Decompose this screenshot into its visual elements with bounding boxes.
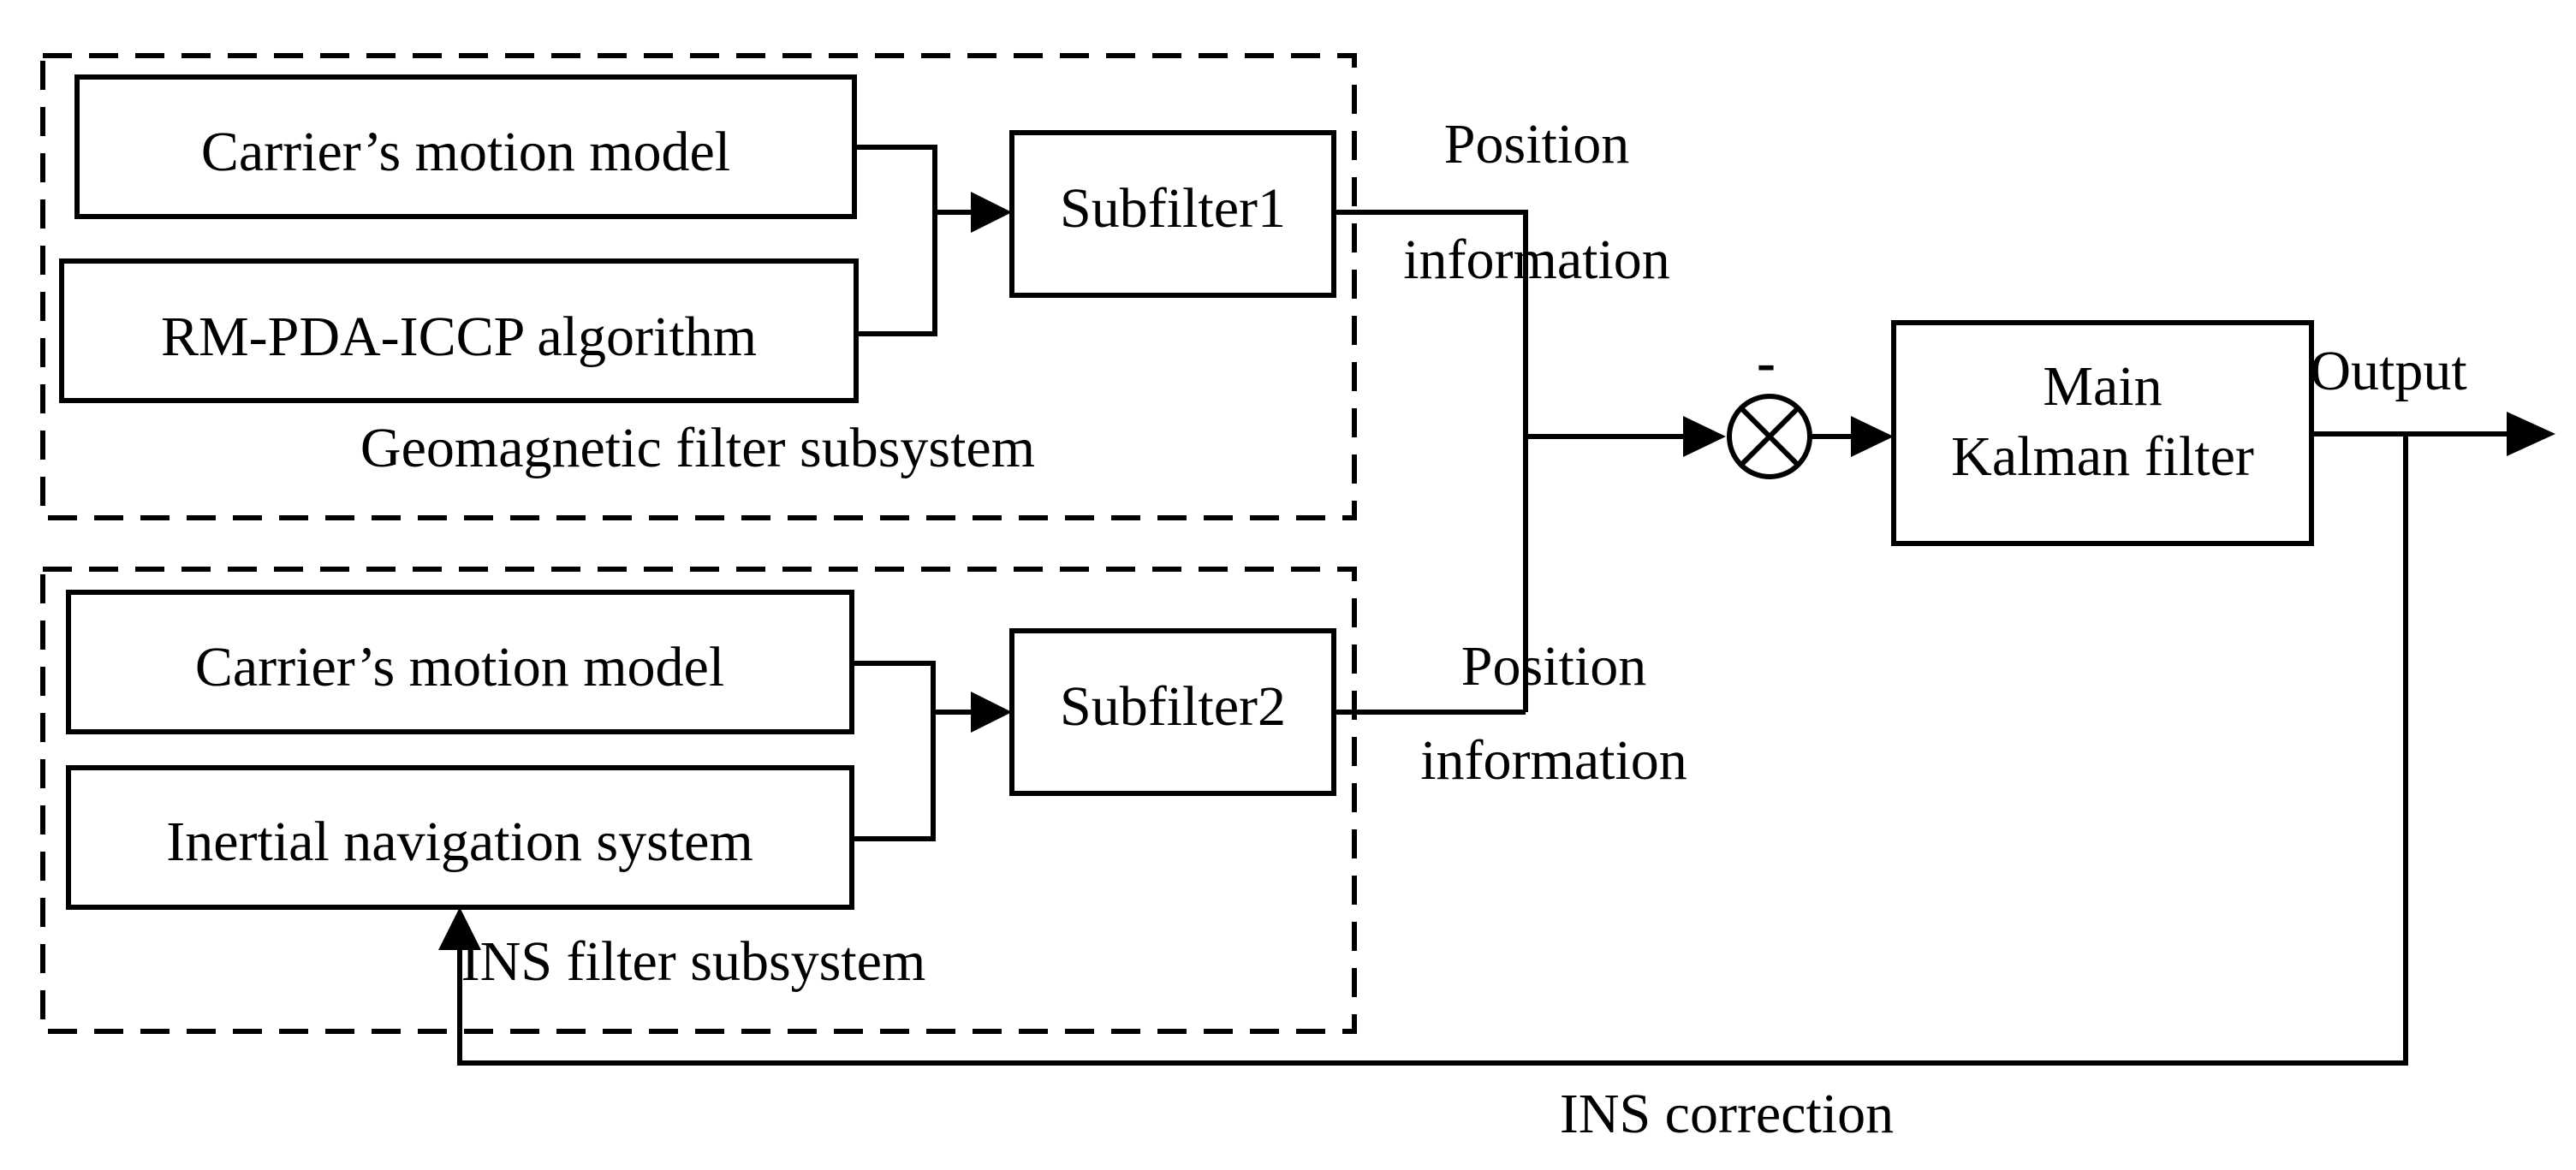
ins-correction-arrowhead xyxy=(438,907,481,950)
main-kalman-filter-label-line2: Kalman filter xyxy=(1951,425,2254,488)
subfilter1-label: Subfilter1 xyxy=(1060,177,1286,240)
rm-pda-iccp-connector xyxy=(856,212,937,336)
position-info-label-1-line1: Position xyxy=(1444,113,1629,175)
inertial-navigation-connector xyxy=(852,712,936,841)
output-arrowhead xyxy=(2507,412,2555,456)
minus-sign-label: - xyxy=(1757,331,1776,394)
subfilter1-box xyxy=(1009,130,1336,298)
inertial-navigation-box xyxy=(66,765,854,910)
geomagnetic-subsystem-label: Geomagnetic filter subsystem xyxy=(360,417,1035,479)
carrier-motion-model-label-1: Carrier’s motion model xyxy=(201,121,730,183)
rm-pda-iccp-label: RM-PDA-ICCP algorithm xyxy=(161,306,757,368)
output-label: Output xyxy=(2310,340,2466,402)
main-kalman-filter-label-line1: Main xyxy=(2043,355,2162,418)
carrier-motion-model-box-2 xyxy=(66,590,854,734)
motion-model-1-connector xyxy=(854,145,937,212)
carrier-motion-model-label-2: Carrier’s motion model xyxy=(195,636,724,698)
subfilter2-box xyxy=(1009,628,1336,796)
position-info-label-2-line1: Position xyxy=(1461,635,1646,698)
subfilter1-input-arrowhead xyxy=(971,192,1012,233)
position-info-label-1-line2: information xyxy=(1403,229,1670,291)
rm-pda-iccp-box xyxy=(59,258,859,403)
junction-input-arrowhead xyxy=(1683,416,1726,457)
subfilter1-output-wire xyxy=(1334,210,1528,712)
geomagnetic-subsystem-group xyxy=(40,53,1357,520)
summing-junction-icon xyxy=(1727,394,1812,479)
ins-correction-label: INS correction xyxy=(1560,1083,1894,1145)
subfilter2-input-arrowhead xyxy=(971,692,1012,733)
motion-model-2-connector xyxy=(852,661,936,712)
ins-subsystem-label: INS filter subsystem xyxy=(461,930,926,993)
subfilter2-label: Subfilter2 xyxy=(1060,675,1286,738)
position-info-label-2-line2: information xyxy=(1420,729,1687,792)
ins-subsystem-group xyxy=(40,567,1357,1034)
ins-correction-feedback-wire xyxy=(457,437,2408,1066)
main-filter-input-arrowhead xyxy=(1851,416,1894,457)
main-kalman-filter-box xyxy=(1891,320,2314,546)
inertial-navigation-label: Inertial navigation system xyxy=(166,811,753,873)
